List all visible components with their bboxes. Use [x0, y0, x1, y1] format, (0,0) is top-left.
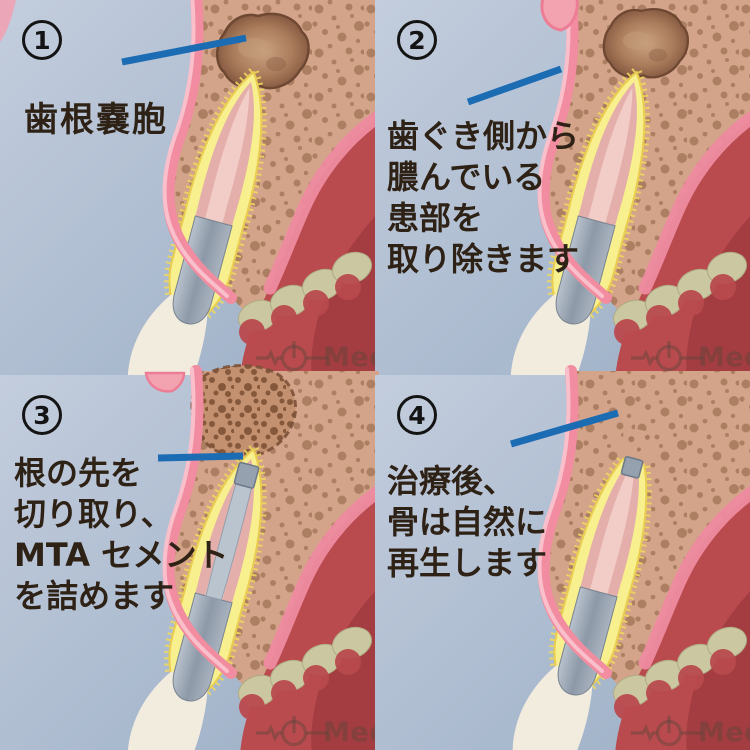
caption-line: 歯根嚢胞	[24, 100, 168, 140]
pointer-line-4	[510, 409, 619, 448]
step-number: 4	[408, 400, 426, 430]
step-caption: 歯根嚢胞	[24, 100, 168, 141]
pointer-line-3	[157, 452, 244, 462]
step-panel-3: 3 根の先を 切り取り、 MTA セメント を詰めます MedVis	[0, 375, 375, 750]
pulse-power-logo-icon	[631, 341, 703, 372]
step-number: 3	[33, 400, 51, 430]
step-panel-2: 2 歯ぐき側から 膿んでいる 患部を 取り除きます MedVis	[375, 0, 750, 375]
watermark-text: MedVis	[698, 341, 750, 373]
step-number-badge: 3	[22, 395, 62, 435]
step-number-badge: 2	[397, 20, 437, 60]
bone-window-shape	[190, 364, 297, 459]
gum-flap-shape	[144, 371, 186, 393]
pointer-line-2	[466, 65, 563, 106]
watermark-text: MedVis	[323, 341, 375, 373]
healed-apex-shape	[619, 429, 657, 479]
step-panel-1: 1 歯根嚢胞 MedVis	[0, 0, 375, 375]
step-panel-4: 4 治療後、 骨は自然に 再生します MedVis	[375, 375, 750, 750]
step-number-badge: 1	[22, 20, 62, 60]
illustration-step-1	[0, 0, 379, 414]
mta-filling-shape	[205, 461, 260, 601]
pulse-power-logo-icon	[631, 716, 703, 747]
gum-flap-shape	[540, 0, 579, 32]
caption-line: を詰めます	[14, 577, 175, 615]
step-number-badge: 4	[397, 395, 437, 435]
caption-line: 取り除きます	[387, 240, 580, 278]
caption-line: 切り取り、	[14, 495, 173, 533]
illustration-step-3	[0, 366, 379, 750]
watermark: MedVis	[631, 337, 750, 375]
watermark-text: MedVis	[323, 716, 375, 748]
caption-line: MTA セメント	[14, 536, 229, 574]
caption-line: 歯ぐき側から	[387, 117, 580, 155]
caption-line: 根の先を	[14, 454, 143, 492]
step-number: 1	[33, 25, 51, 55]
watermark: MedVis	[256, 712, 375, 750]
watermark: MedVis	[631, 712, 750, 750]
illustration-step-2	[375, 0, 750, 414]
pulse-power-logo-icon	[256, 716, 328, 747]
caption-line: 膿んでいる	[387, 158, 546, 196]
step-caption: 治療後、 骨は自然に 再生します	[387, 461, 547, 584]
step-caption: 根の先を 切り取り、 MTA セメント を詰めます	[14, 453, 228, 617]
pointer-line-1	[121, 34, 247, 66]
watermark-text: MedVis	[698, 716, 750, 748]
step-caption: 歯ぐき側から 膿んでいる 患部を 取り除きます	[387, 116, 579, 280]
caption-line: 治療後、	[387, 462, 516, 500]
pulse-power-logo-icon	[256, 341, 328, 372]
caption-line: 骨は自然に	[387, 503, 548, 541]
illustration-step-4	[375, 369, 750, 750]
caption-line: 再生します	[387, 544, 548, 582]
watermark: MedVis	[256, 337, 375, 375]
step-number: 2	[408, 25, 426, 55]
caption-line: 患部を	[387, 199, 484, 237]
